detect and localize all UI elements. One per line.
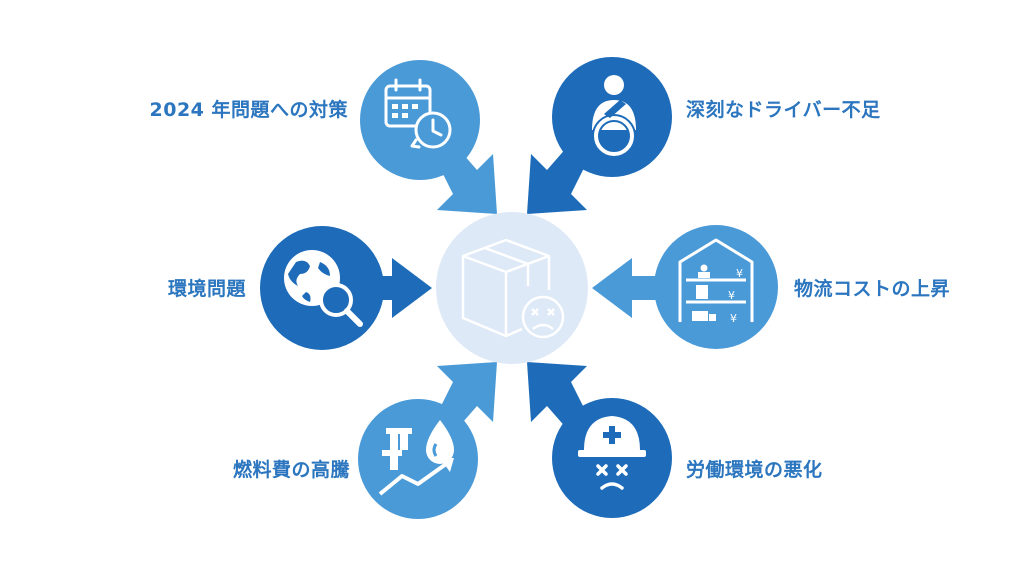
arrow-env-to-center <box>368 258 432 318</box>
globe-magnifier-icon <box>284 250 363 327</box>
warehouse-yen-icon: ¥ ¥ ¥ <box>678 238 754 325</box>
label-fuel-cost: 燃料費の高騰 <box>232 459 350 481</box>
label-logistics-cost: 物流コストの上昇 <box>794 278 951 300</box>
fuel-rising-icon <box>378 420 454 496</box>
label-2024-issue: 2024 年問題への対策 <box>149 99 348 121</box>
circle-fuel <box>358 399 478 519</box>
arrow-labor-to-center <box>527 362 587 430</box>
sad-helmet-icon <box>578 416 646 490</box>
arrow-cost-to-center <box>592 258 656 318</box>
label-labor-environment: 労働環境の悪化 <box>686 459 823 481</box>
circle-labor <box>552 398 672 518</box>
center-circle <box>436 212 588 364</box>
svg-text:¥: ¥ <box>730 312 737 325</box>
arrow-driver-to-center <box>527 146 587 214</box>
circle-cost <box>654 225 778 349</box>
calendar-clock-icon <box>384 78 452 149</box>
svg-text:¥: ¥ <box>728 289 735 302</box>
label-driver-shortage: 深刻なドライバー不足 <box>686 99 881 121</box>
driver-steering-wheel-icon <box>592 75 636 158</box>
label-environment: 環境問題 <box>167 278 246 300</box>
svg-text:¥: ¥ <box>736 267 743 280</box>
broken-package-icon <box>461 238 565 339</box>
